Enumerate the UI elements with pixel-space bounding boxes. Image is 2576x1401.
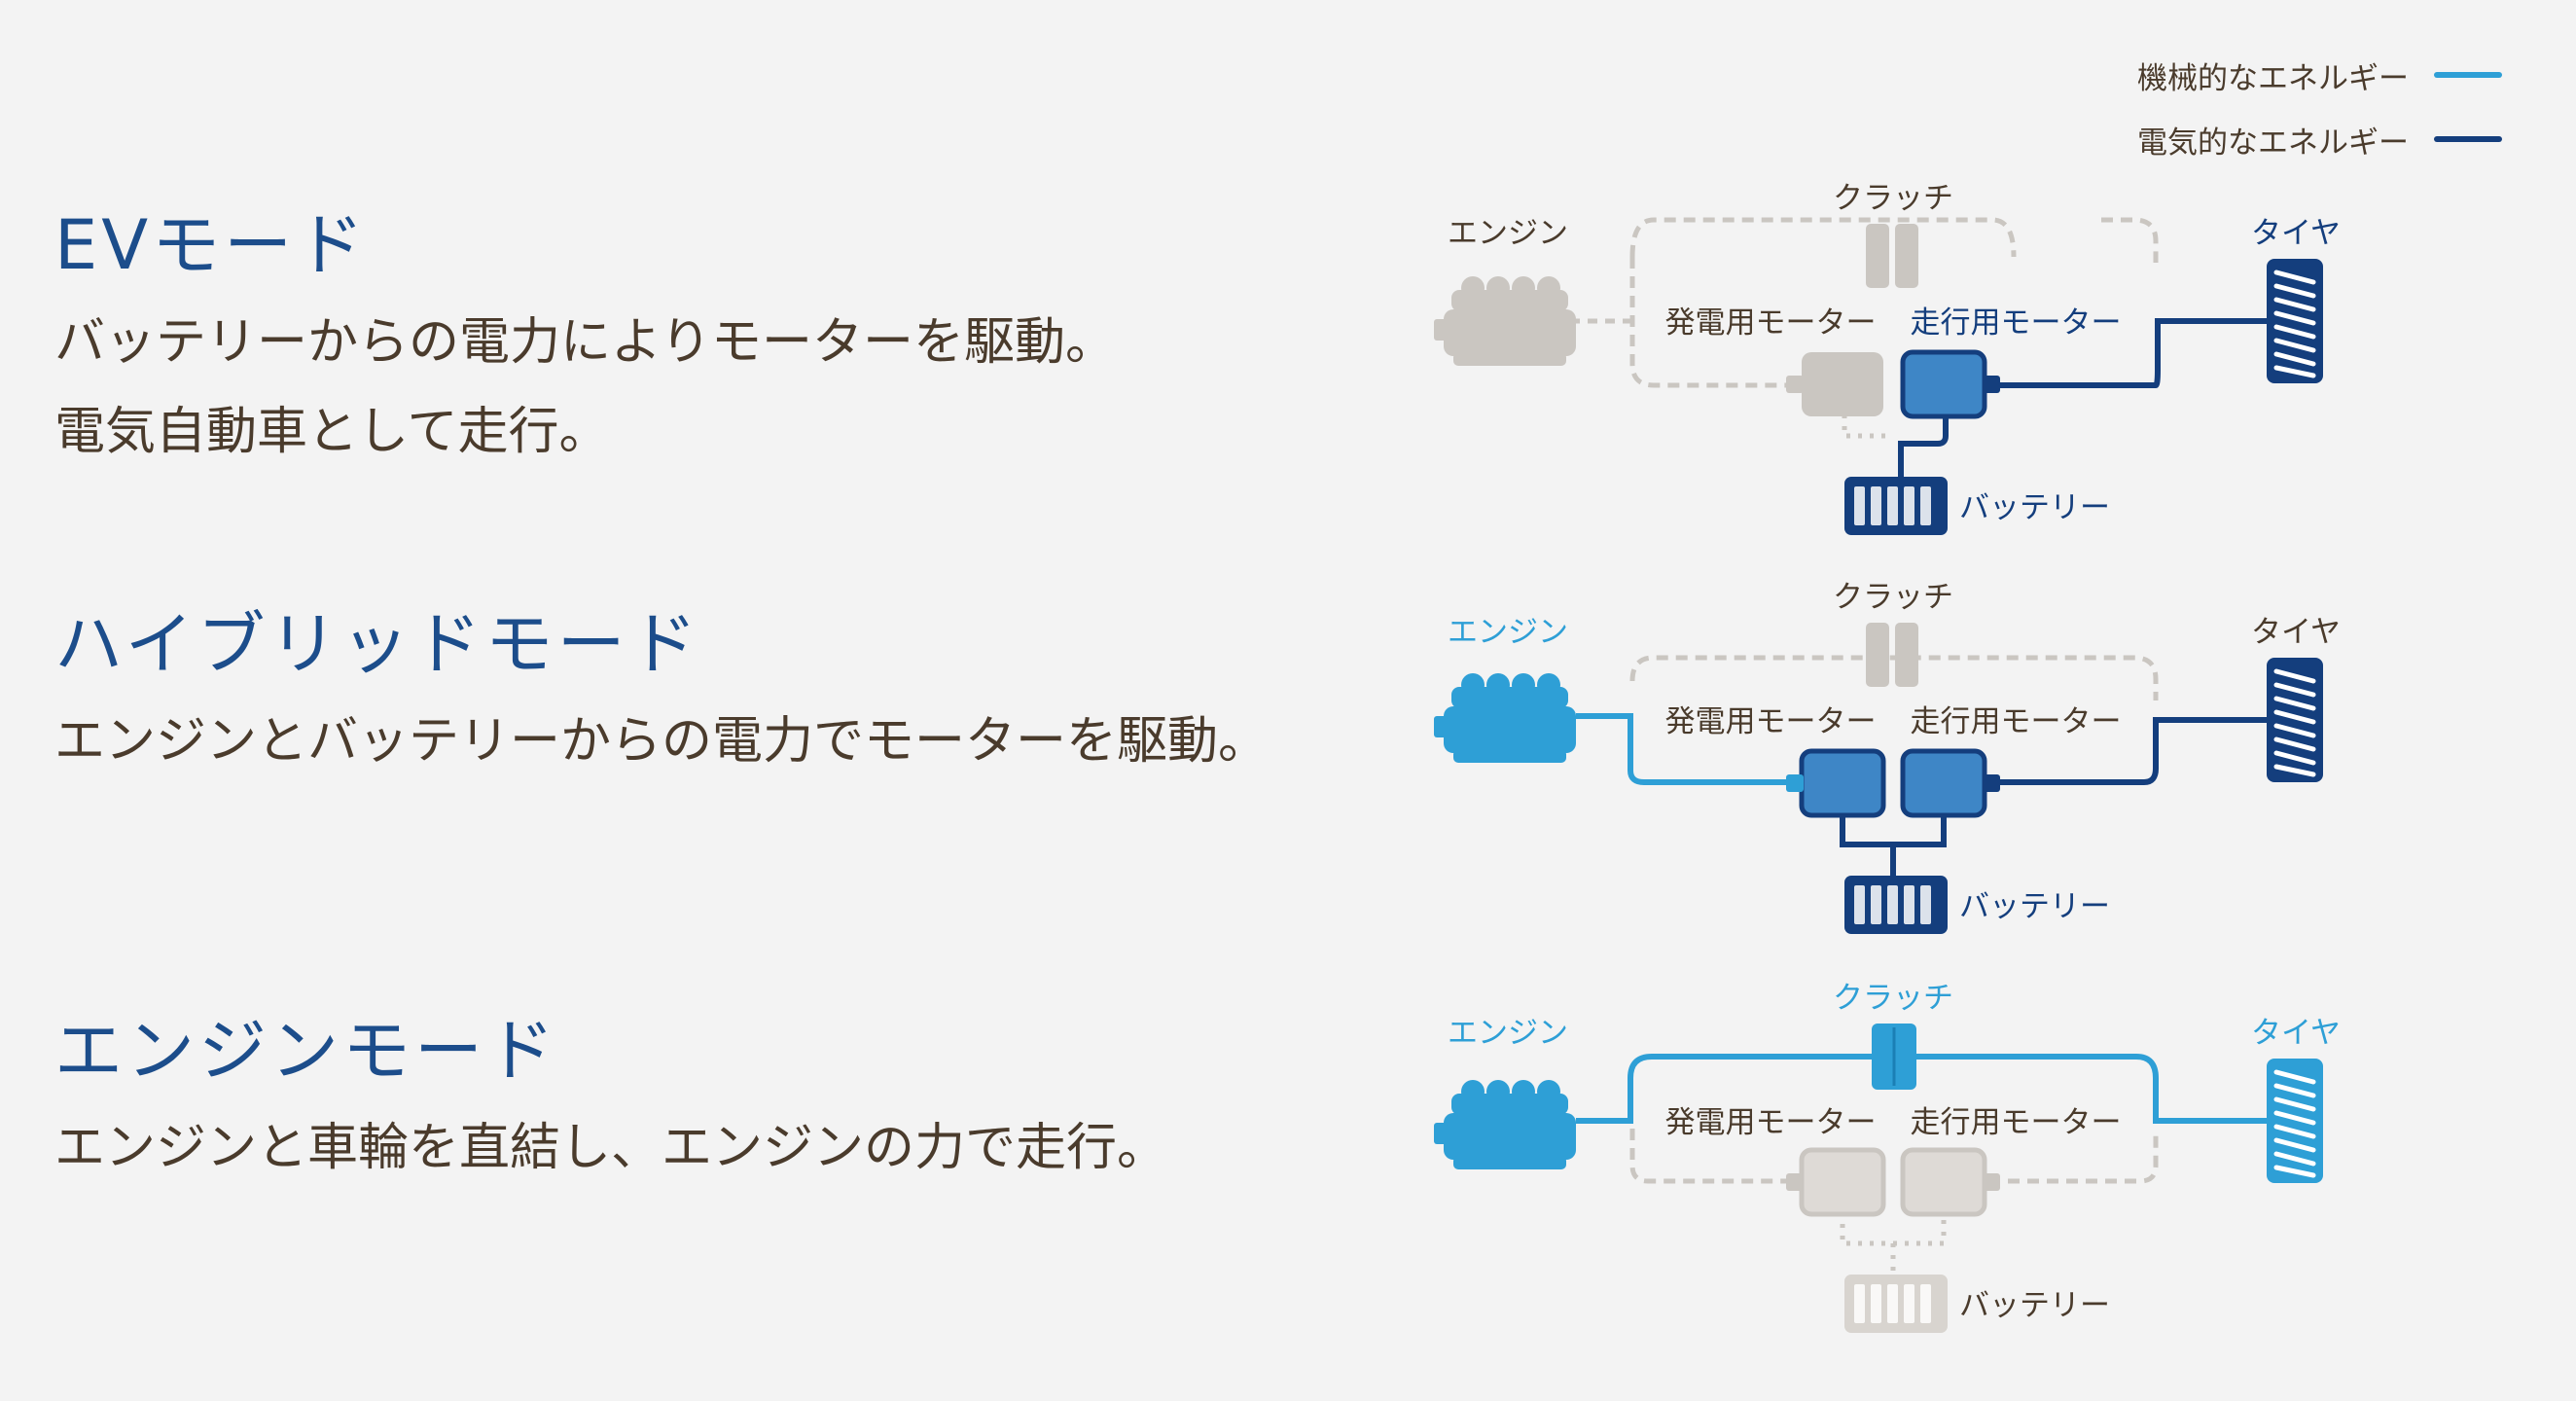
generator-motor-label: 発電用モーター (1665, 305, 1877, 341)
description-line: エンジンとバッテリーからの電力でモーターを駆動。 (54, 712, 1270, 771)
description-line: バッテリーからの電力によりモーターを駆動。 (54, 313, 1116, 372)
mechanical-line-swatch (2434, 72, 2502, 78)
clutch-icon (1895, 623, 1918, 687)
drive-motor-shaft (1983, 1173, 2000, 1191)
engine-label: エンジン (1448, 615, 1568, 650)
description-line: 電気自動車として走行。 (54, 403, 610, 461)
tire-icon (2267, 658, 2323, 782)
generator-motor-icon (1799, 748, 1886, 818)
engine-label: エンジン (1448, 1016, 1568, 1051)
drive-motor-label: 走行用モーター (1911, 1105, 2122, 1140)
tire-icon (2267, 1059, 2323, 1183)
inactive-battery-link (1840, 1212, 1947, 1280)
generator-motor-shaft (1786, 376, 1804, 393)
mechanical-engine-line (1576, 713, 1800, 785)
clutch-icon (1866, 623, 1889, 687)
inactive-mechanical-path (1629, 655, 2159, 700)
electrical-battery-line (1840, 813, 1947, 881)
tire-label: タイヤ (2251, 615, 2341, 650)
legend-item-electrical: 電気的なエネルギー (2137, 107, 2502, 171)
tire-label: タイヤ (2251, 216, 2341, 251)
generator-motor-icon (1802, 352, 1883, 416)
generator-motor-shaft (1786, 1173, 1804, 1191)
battery-icon (1844, 1275, 1948, 1333)
mode-title-engine: エンジンモード (54, 1011, 558, 1091)
battery-icon (1844, 876, 1948, 934)
legend: 機械的なエネルギー 電気的なエネルギー (2137, 43, 2502, 171)
drive-motor-label: 走行用モーター (1911, 704, 2122, 739)
description-line: エンジンと車輪を直結し、エンジンの力で走行。 (54, 1119, 1168, 1177)
generator-motor-shaft (1786, 774, 1804, 792)
tire-label: タイヤ (2251, 1016, 2341, 1051)
clutch-icon (1895, 224, 1918, 288)
inactive-mechanical-path (1629, 217, 2159, 388)
electrical-drive-line (1988, 717, 2276, 785)
electrical-line-swatch (2434, 136, 2502, 142)
diagram-ev-mode: エンジン クラッチ 発電用モーター 走行用モーター タイヤ バッテリー (1434, 181, 2341, 535)
inactive-motor-path (1629, 1129, 2159, 1184)
mode-description-ev: バッテリーからの電力によりモーターを駆動。 電気自動車として走行。 (54, 298, 1116, 477)
legend-label: 機械的なエネルギー (2137, 60, 2409, 96)
diagram-hybrid-mode: エンジン クラッチ 発電用モーター 走行用モーター タイヤ バッテリー (1434, 580, 2341, 934)
drive-motor-shaft (1983, 376, 2000, 393)
clutch-label: クラッチ (1833, 580, 1953, 615)
generator-motor-label: 発電用モーター (1665, 704, 1877, 739)
battery-label: バッテリー (1959, 889, 2110, 924)
engine-icon (1434, 1080, 1576, 1169)
legend-item-mechanical: 機械的なエネルギー (2137, 43, 2502, 107)
engine-icon (1434, 673, 1576, 763)
drive-motor-icon (1900, 748, 1987, 818)
electrical-battery-line (1898, 416, 1949, 483)
clutch-label: クラッチ (1833, 181, 1953, 216)
mode-description-engine: エンジンと車輪を直結し、エンジンの力で走行。 (54, 1103, 1167, 1193)
drive-motor-label: 走行用モーター (1911, 305, 2122, 341)
battery-label: バッテリー (1959, 1288, 2110, 1323)
engine-label: エンジン (1448, 216, 1568, 251)
drive-motor-icon (1900, 349, 1987, 419)
drive-motor-shaft (1983, 774, 2000, 792)
mode-title-hybrid: ハイブリッドモード (54, 604, 701, 684)
battery-icon (1844, 477, 1948, 535)
legend-label: 電気的なエネルギー (2137, 125, 2409, 161)
tire-icon (2267, 259, 2323, 383)
clutch-icon (1866, 224, 1889, 288)
battery-label: バッテリー (1959, 490, 2110, 525)
diagram-engine-mode: エンジン クラッチ 発電用モーター 走行用モーター タイヤ バッテリー (1434, 981, 2341, 1333)
electrical-drive-line (1988, 318, 2276, 388)
engine-icon (1434, 276, 1576, 366)
generator-motor-icon (1799, 1147, 1886, 1217)
generator-motor-label: 発電用モーター (1665, 1105, 1877, 1140)
clutch-label: クラッチ (1833, 981, 1953, 1016)
mode-description-hybrid: エンジンとバッテリーからの電力でモーターを駆動。 (54, 697, 1269, 786)
drive-motor-icon (1900, 1147, 1987, 1217)
mode-title-ev: EVモード (54, 205, 369, 285)
